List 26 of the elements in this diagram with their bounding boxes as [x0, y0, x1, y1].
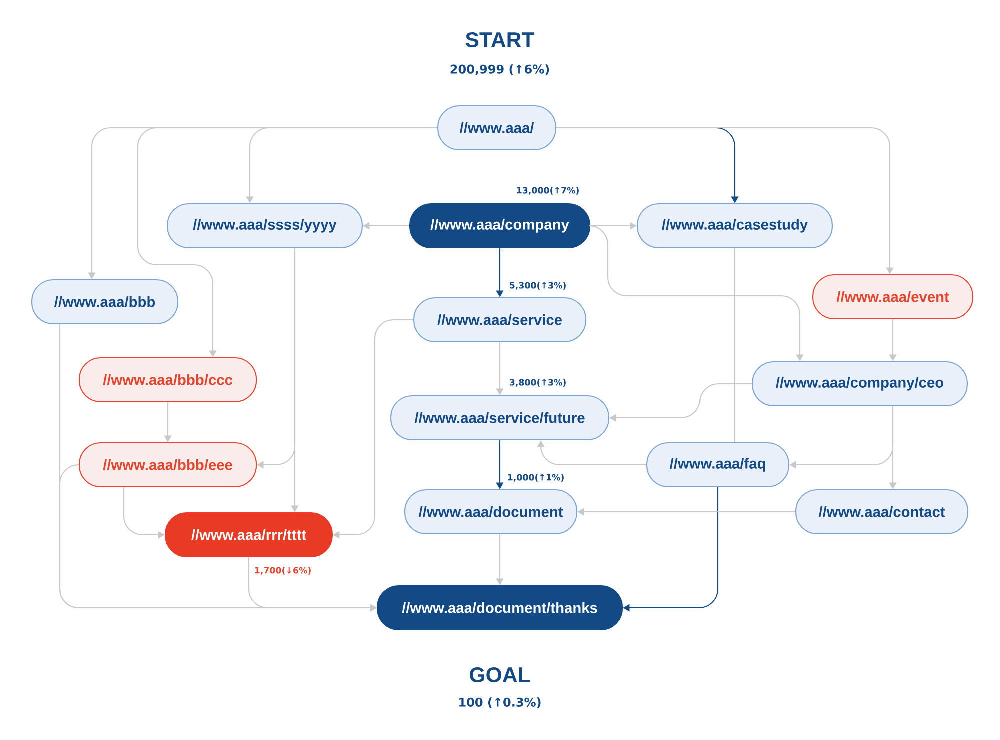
pill-box: //www.aaa/ssss/yyyy — [167, 203, 363, 249]
count-label: 5,300(↑3%) — [510, 282, 566, 290]
pill-box: //www.aaa/bbb — [31, 279, 179, 325]
count-label: 100 (↑0.3%) — [460, 698, 541, 708]
count-label: 200,999 (↑6%) — [450, 64, 550, 76]
warning-box: //www.aaa/event — [812, 274, 974, 320]
pill-box: //www.aaa/company/ceo — [752, 361, 968, 407]
heading: GOAL — [470, 667, 530, 683]
count-label: 3,800(↑3%) — [510, 379, 566, 387]
count-label: 1,000(↑1%) — [508, 474, 564, 482]
pill-box: //www.aaa/ — [437, 105, 557, 151]
count-label: 1,700(↓6%) — [255, 567, 311, 575]
warning-box: //www.aaa/bbb/eee — [78, 442, 258, 488]
pill-box: //www.aaa/contact — [795, 489, 969, 535]
highlight-box: //www.aaa/company — [409, 203, 591, 249]
pill-box: //www.aaa/service — [413, 297, 587, 343]
alert-box: //www.aaa/rrr/tttt — [165, 512, 333, 558]
highlight-box: //www.aaa/document/thanks — [376, 585, 624, 631]
pill-box: //www.aaa/casestudy — [637, 203, 833, 249]
count-label: 13,000(↑7%) — [517, 187, 579, 195]
heading: START — [466, 32, 535, 48]
pill-box: //www.aaa/faq — [646, 442, 790, 488]
warning-box: //www.aaa/bbb/ccc — [78, 357, 258, 403]
pill-box: //www.aaa/service/future — [390, 395, 610, 441]
pill-box: //www.aaa/document — [404, 489, 578, 535]
connector-line — [734, 248, 736, 442]
